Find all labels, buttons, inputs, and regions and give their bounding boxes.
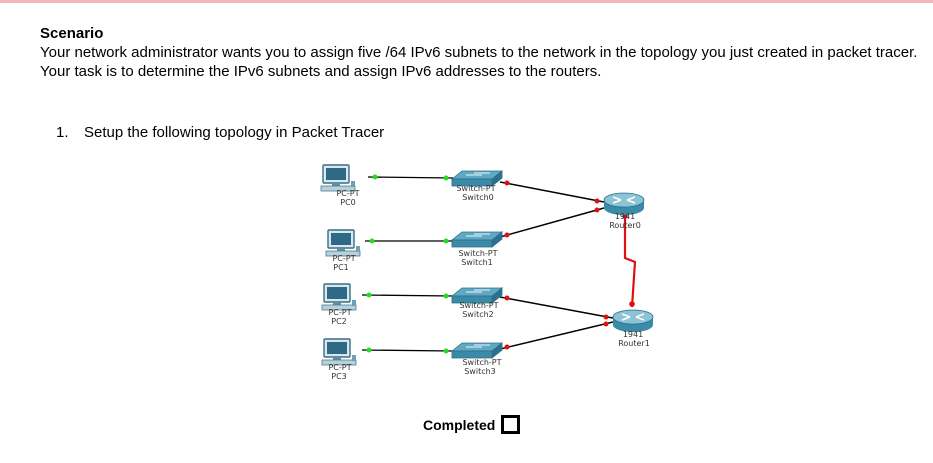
pc2-icon xyxy=(321,283,357,311)
router0-model-label: 1941 xyxy=(615,212,635,221)
completed-label: Completed xyxy=(423,416,496,433)
pc2-type-label: PC-PT xyxy=(328,308,351,317)
scenario-text: Your network administrator wants you to … xyxy=(40,44,918,80)
pc1-icon xyxy=(325,229,361,257)
pc1-node: PC-PT PC1 xyxy=(325,229,361,272)
pc1-type-label: PC-PT xyxy=(332,254,355,263)
switch0-type-label: Switch-PT xyxy=(456,184,495,193)
step-1: 1. Setup the following topology in Packet… xyxy=(56,124,384,141)
pc3-icon xyxy=(321,338,357,366)
link-pc3-switch3 xyxy=(361,347,454,354)
pc0-icon xyxy=(320,164,356,192)
completed-checkbox[interactable] xyxy=(501,415,521,434)
pc3-node: PC-PT PC3 xyxy=(321,338,357,381)
switch1-name-label: Switch1 xyxy=(461,258,493,267)
pc0-node: PC-PT PC0 xyxy=(320,164,360,207)
step-text: Setup the following topology in Packet T… xyxy=(84,124,385,141)
router1-model-label: 1941 xyxy=(623,330,643,339)
link-switch1-router0 xyxy=(499,207,605,238)
pc2-node: PC-PT PC2 xyxy=(321,283,357,326)
switch3-icon xyxy=(451,342,503,359)
router1-name-label: Router1 xyxy=(618,339,650,348)
pc0-name-label: PC0 xyxy=(340,198,356,207)
link-switch3-router1 xyxy=(499,321,614,350)
pc1-name-label: PC1 xyxy=(333,263,349,272)
link-pc2-switch2 xyxy=(361,292,454,299)
top-border xyxy=(0,0,933,3)
router1-node: 1941 Router1 xyxy=(612,309,654,348)
pc2-name-label: PC2 xyxy=(331,317,347,326)
switch1-icon xyxy=(451,231,503,248)
pc3-type-label: PC-PT xyxy=(328,363,351,372)
link-switch0-router0 xyxy=(499,180,605,204)
scenario-heading: Scenario xyxy=(40,25,104,42)
link-pc1-switch1 xyxy=(365,238,453,244)
switch1-node: Switch-PT Switch1 xyxy=(451,231,503,267)
switch2-type-label: Switch-PT xyxy=(459,301,498,310)
switch1-type-label: Switch-PT xyxy=(458,249,497,258)
router0-name-label: Router0 xyxy=(609,221,641,230)
switch3-node: Switch-PT Switch3 xyxy=(451,342,503,376)
pc0-type-label: PC-PT xyxy=(336,189,359,198)
switch2-node: Switch-PT Switch2 xyxy=(451,287,503,319)
completed-field: Completed xyxy=(423,415,521,434)
step-number: 1. xyxy=(56,124,69,141)
router1-icon xyxy=(612,309,654,333)
switch3-name-label: Switch3 xyxy=(464,367,496,376)
pc3-name-label: PC3 xyxy=(331,372,347,381)
switch0-name-label: Switch0 xyxy=(462,193,494,202)
switch2-name-label: Switch2 xyxy=(462,310,494,319)
switch0-node: Switch-PT Switch0 xyxy=(451,170,503,202)
switch3-type-label: Switch-PT xyxy=(462,358,501,367)
link-pc0-switch0 xyxy=(367,174,454,181)
link-switch2-router1 xyxy=(499,295,614,320)
router0-node: 1941 Router0 xyxy=(603,192,645,230)
